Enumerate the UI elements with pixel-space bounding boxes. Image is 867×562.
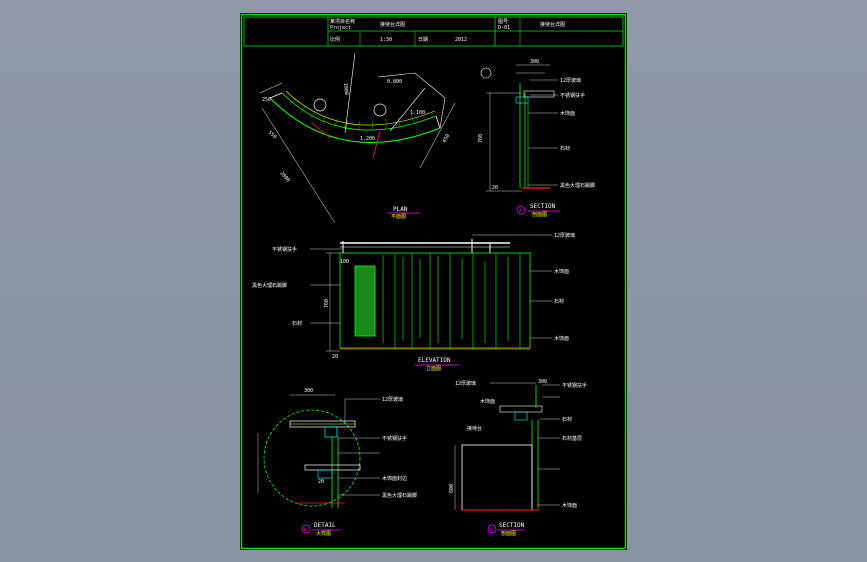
plan-dim-7: 1000 xyxy=(342,83,349,96)
section-c-view xyxy=(454,382,560,534)
section-c-dim-1: 300 xyxy=(538,379,547,385)
detail-label-en: DETAIL xyxy=(314,522,336,529)
elevation-view xyxy=(310,234,552,366)
detail-view xyxy=(257,394,380,534)
plan-dim-2: 1.100 xyxy=(410,110,425,116)
section-c-callout-6: 木饰面 xyxy=(562,502,577,509)
plan-label-cn: 平面图 xyxy=(391,214,406,220)
elevation-dim-1: 20 xyxy=(332,354,338,360)
detail-callout-3: 木饰面封边 xyxy=(382,475,407,482)
elevation-callout-right-1: 12厚玻璃 xyxy=(554,232,575,239)
tb-row1-right-c: 接待台详图 xyxy=(540,21,565,28)
elevation-dim-3: 100 xyxy=(340,259,349,265)
section-c-callout-2: 不锈钢扶手 xyxy=(562,382,587,389)
detail-dim-1: 300 xyxy=(304,388,313,394)
section-c-tag: C xyxy=(490,527,493,532)
section-a-label-en: SECTION xyxy=(530,203,556,210)
section-a-callout-4: 石材 xyxy=(560,145,570,152)
section-a-dim-3: 20 xyxy=(492,185,498,191)
tb-row1-center: 接待台详图 xyxy=(380,21,405,28)
detail-dim-2: 20 xyxy=(318,479,324,485)
tb-row2-right: 2012 xyxy=(455,37,467,43)
plan-dim-5: 2800 xyxy=(278,170,290,183)
cad-drawing: 某项目名称 Project 接待台详图 图号 D-01 接待台详图 比例 1:3… xyxy=(240,13,627,550)
elevation-callout-right-3: 石材 xyxy=(554,298,564,305)
plan-dim-8: 550 xyxy=(267,130,278,140)
plan-dim-4: 250 xyxy=(262,97,271,103)
detail-tag: B xyxy=(304,527,307,532)
tb-row1-right-a: 图号 xyxy=(498,19,508,25)
tb-row2-mid-b: 日期 xyxy=(418,37,428,43)
elevation-callout-left-3: 石材 xyxy=(292,320,302,327)
section-a-callout-3: 木饰面 xyxy=(560,110,575,117)
section-a-callout-1: 12厚玻璃 xyxy=(560,77,581,84)
elevation-label-en: ELEVATION xyxy=(418,357,451,364)
tb-row1-right-b: D-01 xyxy=(498,25,510,31)
section-c-callout-5: 石材基层 xyxy=(562,435,582,442)
drawing-sheet[interactable]: 某项目名称 Project 接待台详图 图号 D-01 接待台详图 比例 1:3… xyxy=(240,13,627,550)
section-c-label-en: SECTION xyxy=(499,522,525,529)
section-a-view xyxy=(480,64,560,215)
section-a-label-cn: 剖面图 xyxy=(532,211,547,218)
elevation-callout-left-2: 黑色大理石踢脚 xyxy=(252,282,287,289)
section-a-callout-5: 黑色大理石踢脚 xyxy=(560,182,595,189)
elevation-label-cn: 立面图 xyxy=(426,365,441,372)
section-a-callout-2: 不锈钢扶手 xyxy=(560,92,585,99)
detail-callout-4: 黑色大理石踢脚 xyxy=(382,492,417,499)
detail-callout-2: 不锈钢扶手 xyxy=(382,435,407,442)
detail-label-cn: 大样图 xyxy=(316,530,331,537)
plan-dim-1: 0.800 xyxy=(387,79,402,85)
detail-callout-1: 12厚玻璃 xyxy=(382,396,403,403)
sheet-frame xyxy=(240,13,627,550)
tb-row1-left-a: 某项目名称 xyxy=(330,18,355,25)
section-a-tag: A xyxy=(519,208,522,213)
section-a-dim-1: 300 xyxy=(530,59,539,65)
tb-row2-left: 比例 xyxy=(330,36,340,43)
plan-view xyxy=(259,52,456,224)
tb-row1-left-b: Project xyxy=(330,25,351,31)
plan-dim-3: 1.200 xyxy=(360,136,375,142)
section-a-dim-2: 760 xyxy=(478,134,484,143)
elevation-dim-2: 760 xyxy=(324,299,330,308)
section-c-dim-2: 600 xyxy=(449,484,455,493)
plan-dim-6: 450 xyxy=(442,133,452,144)
plan-label-en: PLAN xyxy=(393,206,408,213)
section-c-note: 接待台 xyxy=(467,425,482,432)
section-c-label-cn: 剖面图 xyxy=(501,530,516,537)
tb-row2-mid-a: 1:30 xyxy=(380,37,392,43)
elevation-callout-left-1: 不锈钢扶手 xyxy=(272,246,297,253)
section-c-callout-1: 12厚玻璃 xyxy=(455,380,476,387)
elevation-callout-right-4: 木饰面 xyxy=(554,335,569,342)
title-block xyxy=(243,16,624,47)
section-c-callout-3: 木饰面 xyxy=(480,398,495,405)
section-c-callout-4: 石材 xyxy=(562,416,572,423)
elevation-callout-right-2: 木饰面 xyxy=(554,268,569,275)
